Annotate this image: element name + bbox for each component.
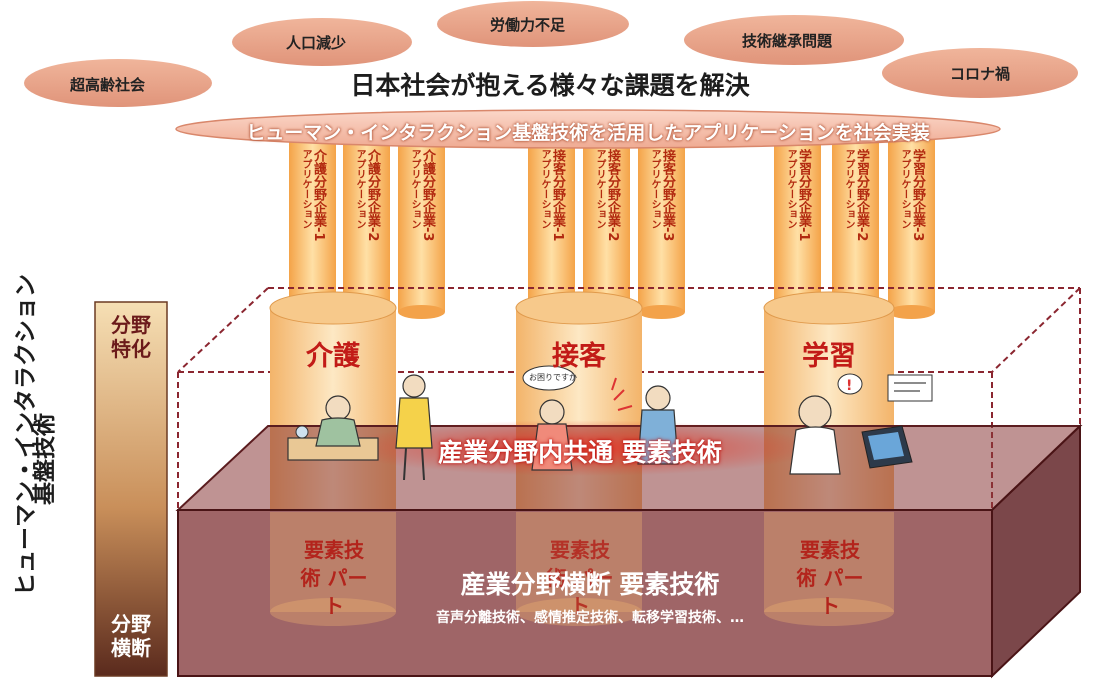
banner-text: ヒューマン・インタラクション基盤技術を活用したアプリケーションを社会実装 bbox=[246, 122, 930, 144]
service-illustration bbox=[522, 365, 679, 471]
element-part-service: 要素技術 パート bbox=[546, 538, 614, 618]
issue-label-aging: 超高齢社会 bbox=[70, 76, 146, 94]
application-suffix: アプリケーション bbox=[785, 149, 796, 229]
application-company: 学習分野企業-2 bbox=[854, 149, 869, 242]
application-pillar bbox=[774, 139, 821, 312]
application-pillar bbox=[398, 139, 445, 312]
application-company: 接客分野企業-1 bbox=[550, 149, 565, 242]
application-company: 介護分野企業-3 bbox=[420, 149, 435, 242]
issue-label-covid: コロナ禍 bbox=[950, 65, 1011, 83]
axis-bottom-label: 分野 横断 bbox=[111, 612, 151, 660]
learning-illustration: ! bbox=[789, 373, 933, 475]
application-pillar-base bbox=[888, 305, 935, 319]
cross-sector-examples: 音声分離技術、感情推定技術、転移学習技術、… bbox=[436, 610, 744, 626]
application-suffix: アプリケーション bbox=[354, 149, 365, 229]
application-pillar bbox=[832, 139, 879, 312]
application-pillar bbox=[583, 139, 630, 312]
cylinder-lower-ghosts bbox=[270, 512, 894, 626]
application-suffix: アプリケーション bbox=[843, 149, 854, 229]
sector-common-label: 産業分野内共通 要素技術 bbox=[438, 438, 722, 467]
care-illustration bbox=[287, 374, 433, 481]
pillar-title-care: 介護 bbox=[306, 341, 360, 372]
speech-bubble-text: お困りですか bbox=[529, 373, 577, 382]
issue-label-labor: 労働力不足 bbox=[490, 16, 566, 34]
application-company: 学習分野企業-1 bbox=[796, 149, 811, 242]
specialization-axis-bar bbox=[94, 301, 168, 677]
element-part-learning: 要素技術 パート bbox=[796, 538, 864, 618]
application-pillar bbox=[289, 139, 336, 312]
issue-ellipse bbox=[24, 59, 212, 107]
axis-top-label: 分野 特化 bbox=[111, 313, 151, 361]
pillar-title-learning: 学習 bbox=[802, 341, 856, 372]
application-suffix: アプリケーション bbox=[649, 149, 660, 229]
pillar-title-service: 接客 bbox=[552, 341, 606, 372]
sector-cylinder-top bbox=[763, 291, 895, 325]
application-company: 接客分野企業-3 bbox=[660, 149, 675, 242]
banner-shape bbox=[175, 109, 1001, 149]
element-part-care: 要素技術 パート bbox=[300, 538, 368, 618]
application-company: 介護分野企業-2 bbox=[365, 149, 380, 242]
application-suffix: アプリケーション bbox=[539, 149, 550, 229]
issue-ellipse bbox=[684, 15, 904, 65]
application-pillar-base bbox=[638, 305, 685, 319]
issue-label-skills: 技術継承問題 bbox=[742, 32, 833, 50]
sector-cylinder-top bbox=[269, 291, 397, 325]
issue-ellipse bbox=[232, 18, 412, 66]
vertical-axis-title-2: 基盤技術 bbox=[32, 413, 58, 505]
issue-ellipse bbox=[437, 1, 629, 47]
application-pillar bbox=[638, 139, 685, 312]
application-pillar bbox=[888, 139, 935, 312]
application-company: 学習分野企業-3 bbox=[910, 149, 925, 242]
sector-cylinder-top bbox=[515, 291, 643, 325]
cross-sector-label: 産業分野横断 要素技術 bbox=[460, 570, 720, 599]
application-company: 接客分野企業-2 bbox=[605, 149, 620, 242]
headline: 日本社会が抱える様々な課題を解決 bbox=[350, 71, 750, 100]
issue-label-population: 人口減少 bbox=[286, 34, 347, 52]
application-suffix: アプリケーション bbox=[409, 149, 420, 229]
application-suffix: アプリケーション bbox=[594, 149, 605, 229]
svg-text:!: ! bbox=[846, 378, 852, 394]
issue-ellipse bbox=[882, 48, 1078, 98]
issue-ellipses bbox=[24, 1, 1078, 107]
application-company: 介護分野企業-1 bbox=[311, 149, 326, 242]
application-pillar bbox=[343, 139, 390, 312]
sector-common-glow bbox=[340, 420, 820, 476]
application-pillar bbox=[528, 139, 575, 312]
application-suffix: アプリケーション bbox=[300, 149, 311, 229]
application-pillar-base bbox=[398, 305, 445, 319]
application-suffix: アプリケーション bbox=[899, 149, 910, 229]
